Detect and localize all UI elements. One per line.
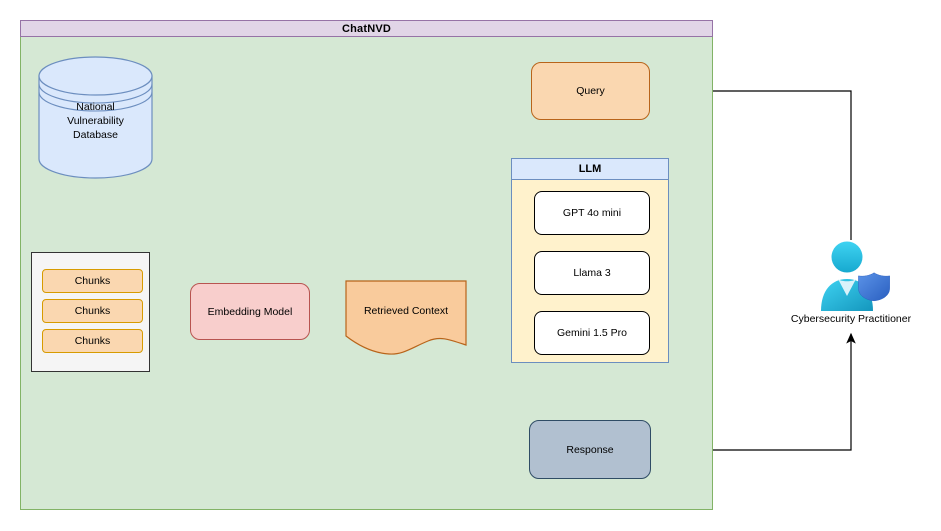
llm-model-label: Llama 3 bbox=[573, 267, 611, 279]
chunk-label: Chunks bbox=[74, 275, 111, 287]
database-label-line-1: National bbox=[76, 101, 115, 113]
query-node[interactable]: Query bbox=[531, 62, 650, 120]
llm-model-label: GPT 4o mini bbox=[562, 207, 622, 219]
chunk-item[interactable]: Chunks bbox=[42, 329, 143, 353]
llm-model-llama-3[interactable]: Llama 3 bbox=[534, 251, 650, 295]
response-label: Response bbox=[566, 443, 614, 456]
chunks-container: Chunks Chunks Chunks bbox=[31, 252, 150, 372]
llm-header: LLM bbox=[511, 158, 669, 180]
chunk-label: Chunks bbox=[74, 305, 111, 317]
database-label: National Vulnerability Database bbox=[38, 100, 153, 142]
chatnvd-header: ChatNVD bbox=[20, 20, 713, 37]
chunk-item[interactable]: Chunks bbox=[42, 269, 143, 293]
national-vulnerability-database[interactable]: National Vulnerability Database bbox=[38, 56, 153, 179]
embedding-model-node[interactable]: Embedding Model bbox=[190, 283, 310, 340]
database-label-line-2: Vulnerability bbox=[67, 115, 124, 127]
retrieved-context-node[interactable]: Retrieved Context bbox=[345, 280, 467, 356]
llm-model-gemini-1-5-pro[interactable]: Gemini 1.5 Pro bbox=[534, 311, 650, 355]
llm-model-gpt-4o-mini[interactable]: GPT 4o mini bbox=[534, 191, 650, 235]
cybersecurity-practitioner-icon[interactable] bbox=[806, 240, 896, 312]
chunk-label: Chunks bbox=[74, 335, 111, 347]
retrieved-context-label: Retrieved Context bbox=[363, 305, 449, 317]
llm-model-label: Gemini 1.5 Pro bbox=[556, 327, 628, 339]
llm-title: LLM bbox=[578, 163, 602, 175]
llm-container: GPT 4o mini Llama 3 Gemini 1.5 Pro bbox=[511, 180, 669, 363]
database-label-line-3: Database bbox=[73, 129, 118, 141]
cybersecurity-practitioner-label: Cybersecurity Practitioner bbox=[790, 313, 912, 325]
chunk-item[interactable]: Chunks bbox=[42, 299, 143, 323]
response-node[interactable]: Response bbox=[529, 420, 651, 479]
chatnvd-title: ChatNVD bbox=[341, 22, 392, 35]
embedding-model-label: Embedding Model bbox=[207, 305, 293, 318]
query-label: Query bbox=[576, 85, 605, 97]
